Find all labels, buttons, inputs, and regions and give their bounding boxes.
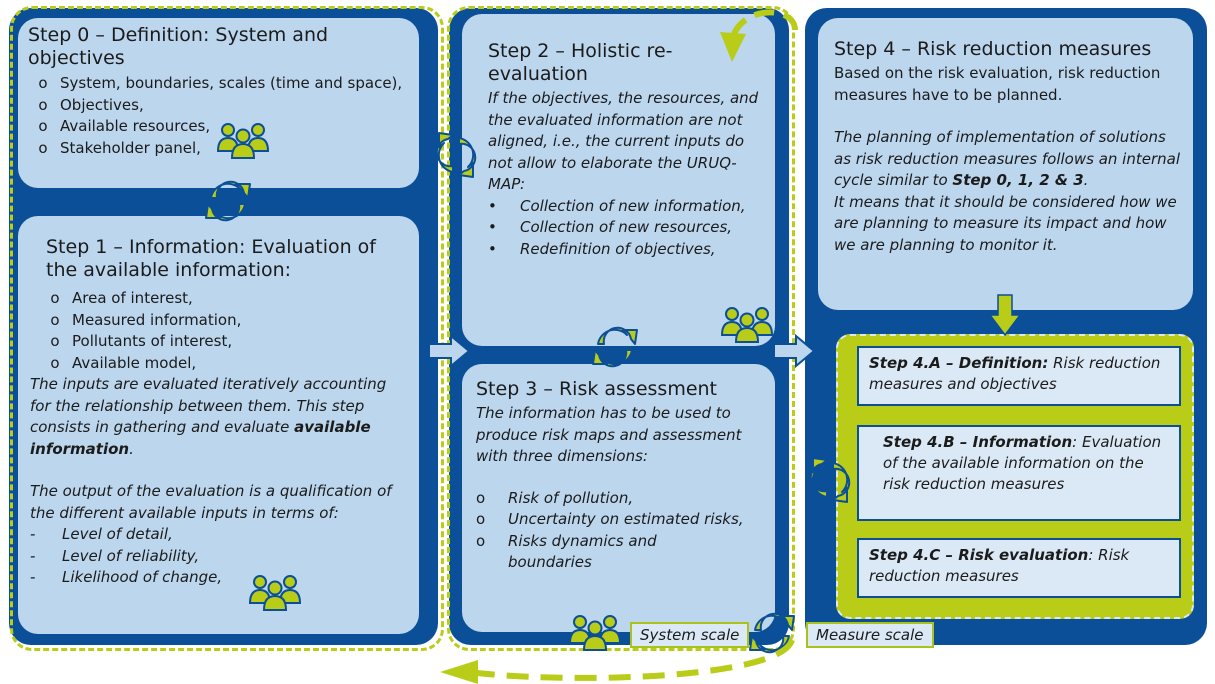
step2-text: If the objectives, the resources, and th… [488, 89, 759, 193]
list-item: •Redefinition of objectives, [488, 239, 716, 258]
curved-dashed-arrow-icon [440, 9, 798, 684]
step4b-box: Step 4.B – Information: Evaluation of th… [857, 425, 1181, 521]
step4-card: Step 4 – Risk reduction measures Based o… [818, 18, 1193, 310]
left-panel-dashed-border [10, 6, 444, 651]
measure-scale-label: Measure scale [806, 622, 934, 648]
step1-output-paragraph: The output of the evaluation is a qualif… [30, 482, 392, 522]
step2-card: Step 2 – Holistic re-evaluation If the o… [462, 14, 775, 346]
step4c-box: Step 4.C – Risk evaluation: Risk reducti… [857, 538, 1181, 598]
step3-title: Step 3 – Risk assessment [476, 378, 718, 400]
stakeholder-group-icon [217, 123, 269, 159]
step0-title: Step 0 – Definition: System and objectiv… [28, 24, 329, 69]
center-panel-dashed-border [447, 6, 795, 651]
step1-qualities-list: -Level of detail, -Level of reliability,… [30, 524, 407, 589]
down-arrow-icon [988, 294, 1022, 337]
step4-text: Based on the risk evaluation, risk reduc… [834, 64, 1161, 104]
step1-card: Step 1 – Information: Evaluation of the … [18, 216, 419, 634]
step1-title: Step 1 – Information: Evaluation of the … [46, 236, 376, 281]
step0-card: Step 0 – Definition: System and objectiv… [18, 18, 419, 188]
list-item: -Level of reliability, [30, 546, 200, 565]
step3-text: The information has to be used to produc… [476, 404, 742, 465]
right-arrow-icon [773, 333, 816, 369]
step1-paragraph: The inputs are evaluated iteratively acc… [30, 375, 387, 458]
list-item: -Level of detail, [30, 525, 173, 543]
step2-list: •Collection of new information, •Collect… [488, 196, 759, 261]
step4-planning-text: The planning of implementation of soluti… [834, 128, 1180, 189]
list-item: •Collection of new resources, [488, 218, 733, 236]
step2-title: Step 2 – Holistic re-evaluation [488, 40, 673, 85]
step4a-box: Step 4.A – Definition: Risk reduction me… [857, 346, 1181, 406]
stakeholder-group-icon [249, 575, 301, 611]
step4-title: Step 4 – Risk reduction measures [834, 38, 1152, 60]
right-arrow-icon [428, 333, 471, 369]
list-item: -Likelihood of change, [30, 568, 223, 586]
stakeholder-group-icon [569, 615, 621, 651]
stakeholder-group-icon [721, 307, 773, 343]
system-scale-label: System scale [630, 622, 750, 648]
step3-card: Step 3 – Risk assessment The information… [462, 364, 775, 632]
step4-monitoring-text: It means that it should be considered ho… [834, 192, 1177, 254]
list-item: •Collection of new information, [488, 196, 746, 215]
